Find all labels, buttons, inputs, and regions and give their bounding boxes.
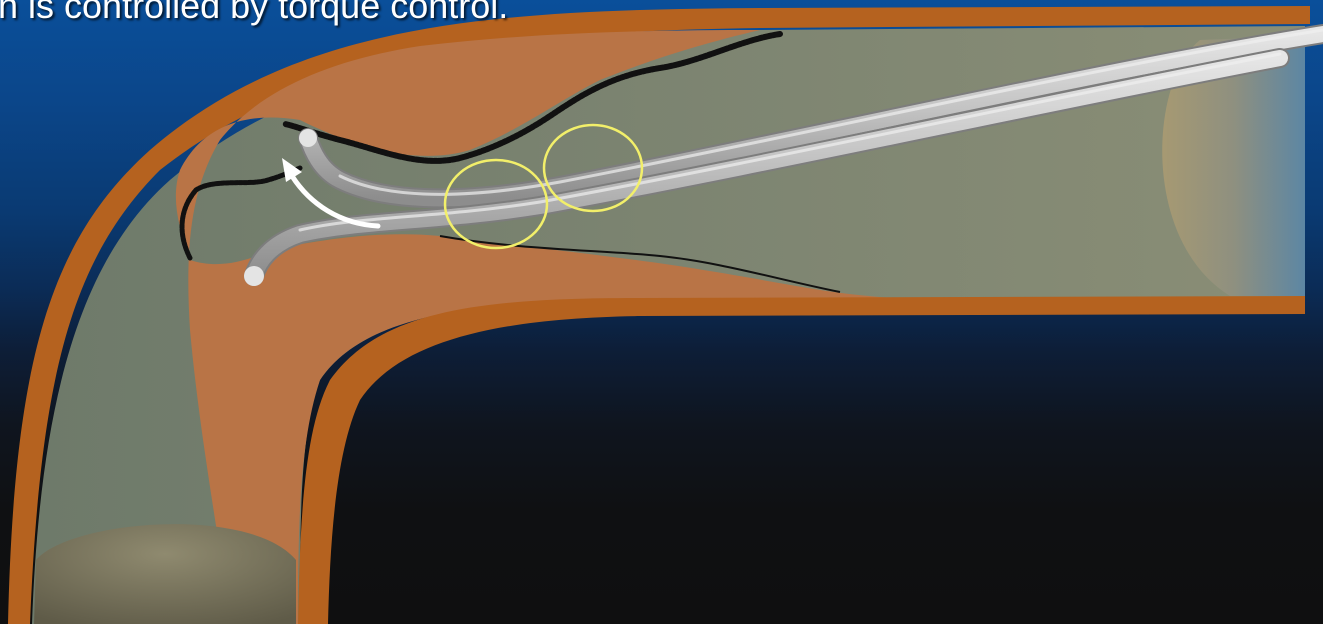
vessel-wall-inner [298,296,1305,624]
slide-caption: n is controlled by torque control. [0,0,508,28]
vessel-opening-bottom [34,524,296,624]
guidewire-tip-lower [244,266,264,286]
guidewire-tip-upper [299,129,317,147]
